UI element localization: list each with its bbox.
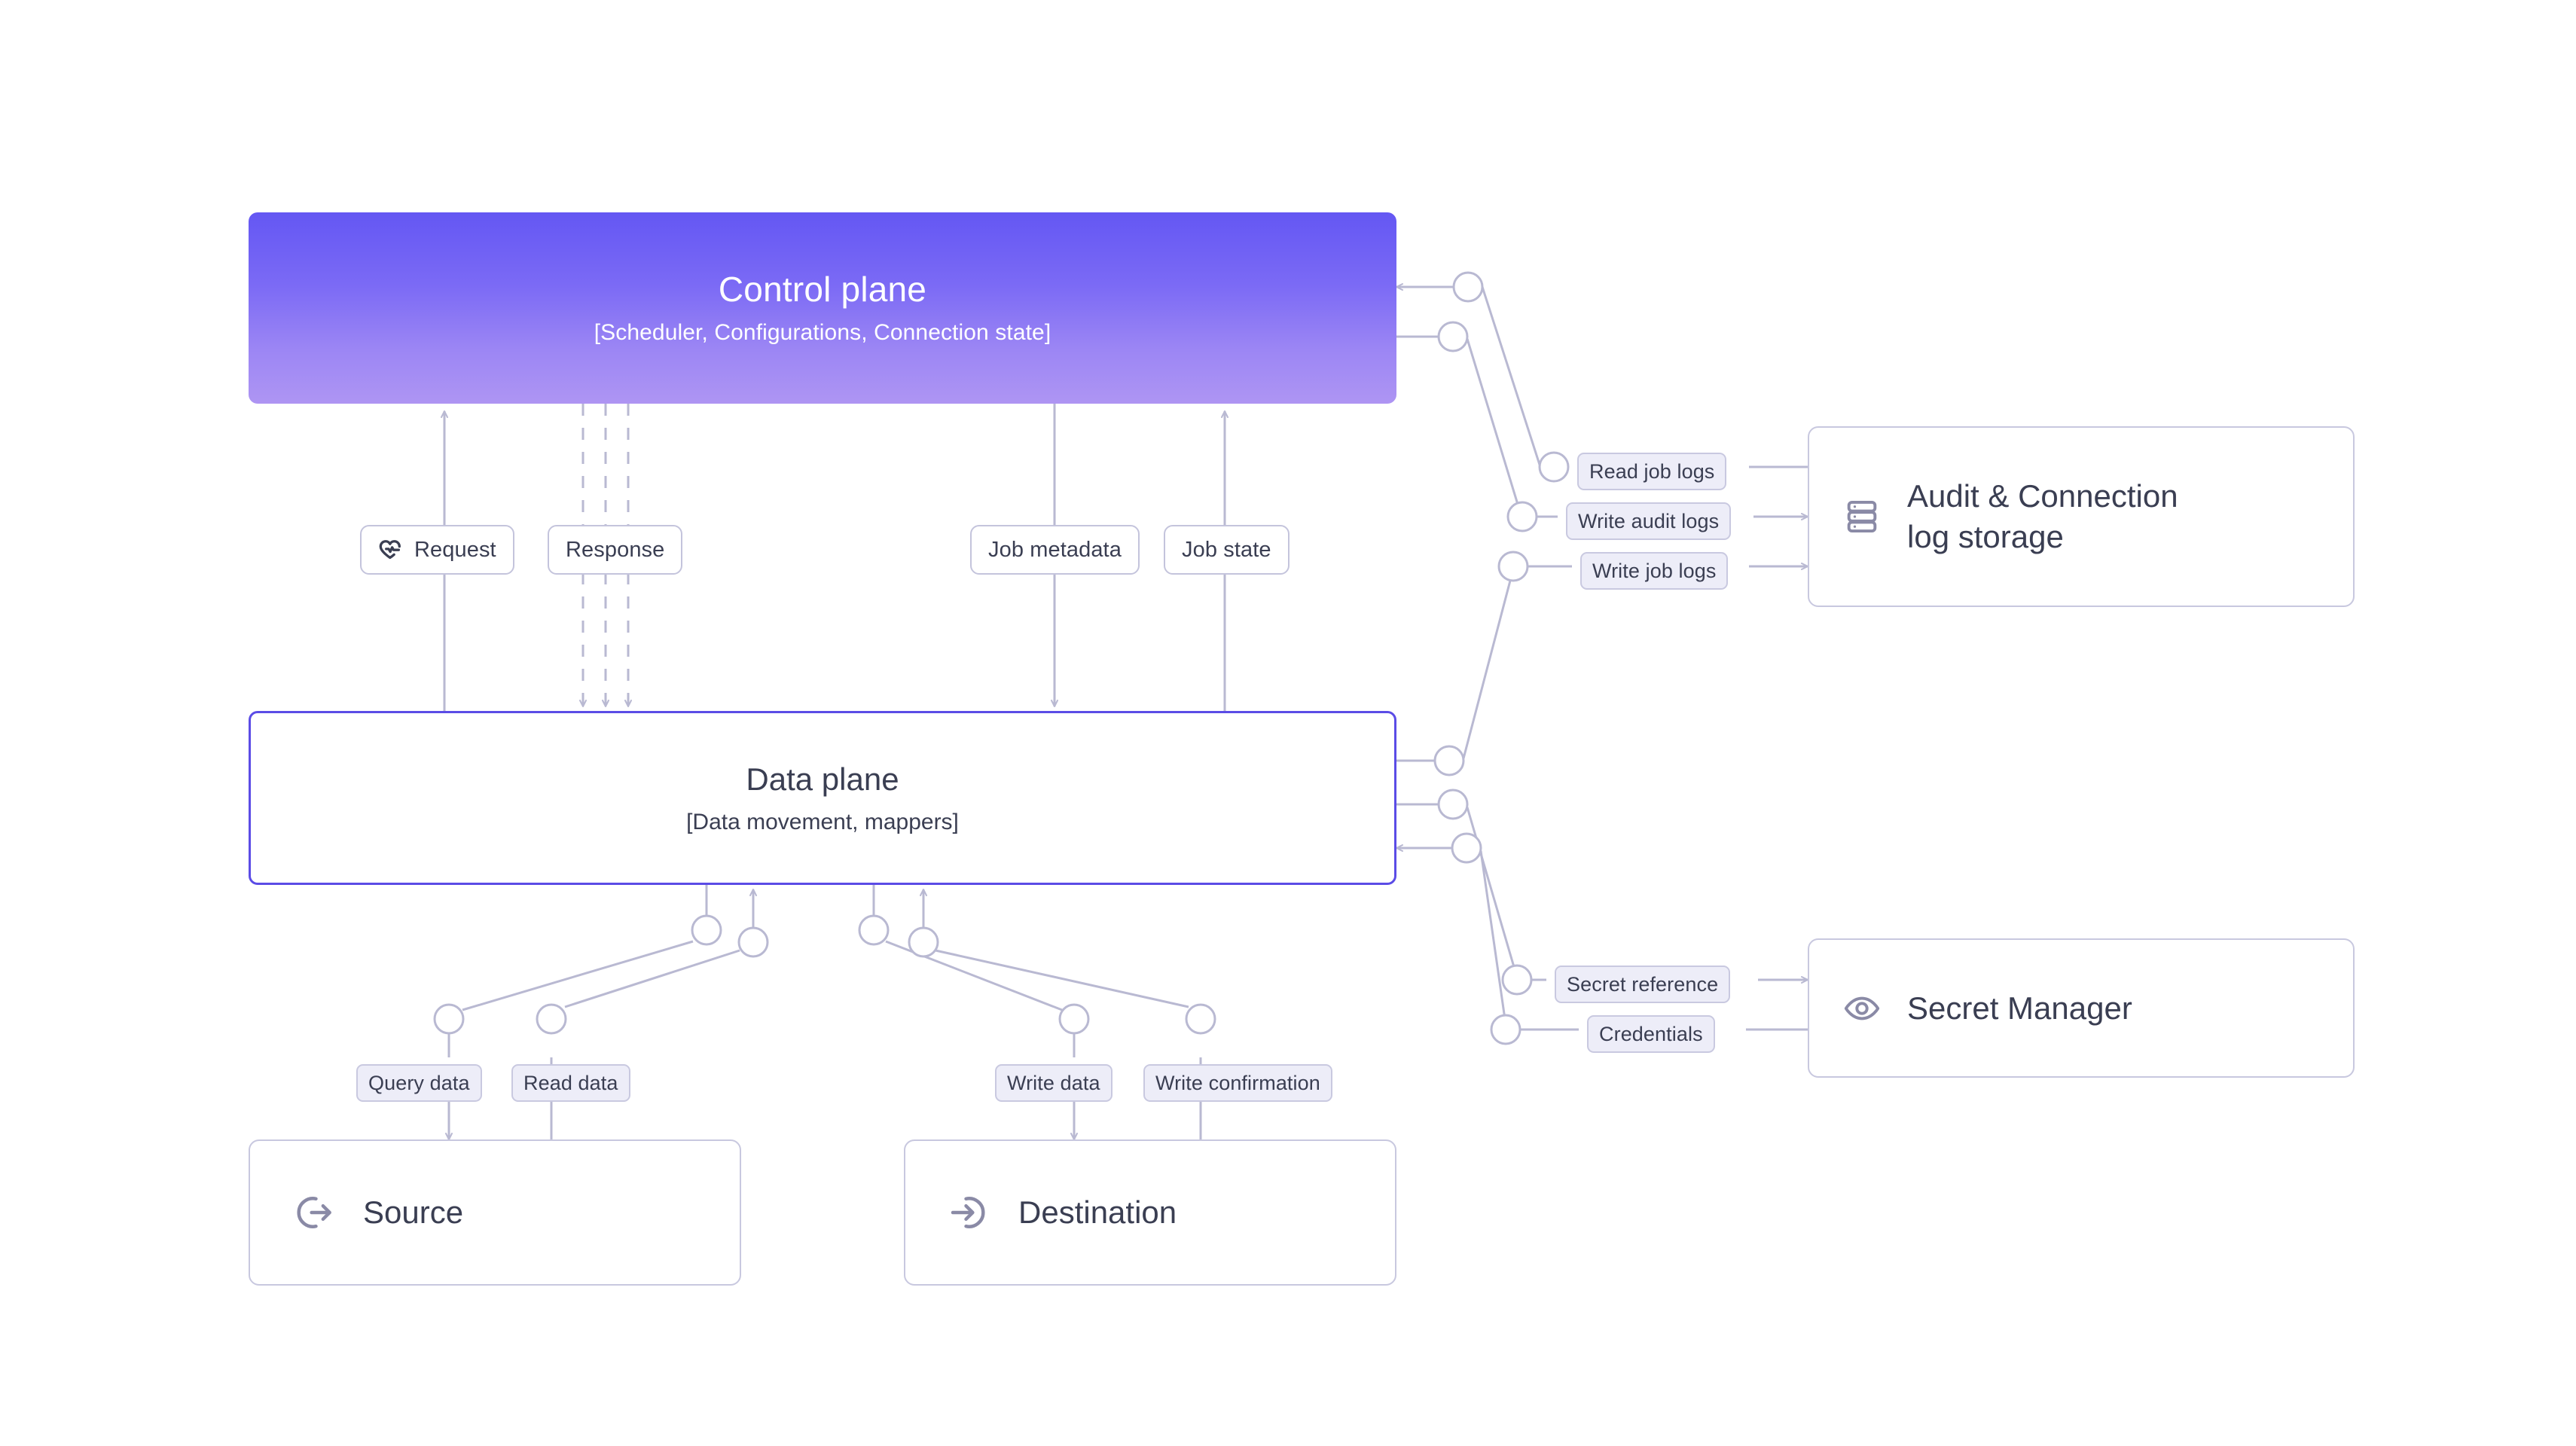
edge-label-response-text: Response (566, 537, 665, 562)
edge-label-job-metadata[interactable]: Job metadata (970, 525, 1140, 575)
edge-label-write-data[interactable]: Write data (995, 1064, 1113, 1102)
waypoint-secret-reference-dp (1437, 789, 1469, 820)
edge-label-secret-reference-text: Secret reference (1567, 972, 1719, 996)
edge-write-conf-diag (935, 949, 1189, 1008)
edge-label-query-data-text: Query data (368, 1071, 470, 1094)
waypoint-secret-reference-sm (1501, 964, 1533, 996)
waypoint-write-conf-top (908, 926, 939, 958)
data-plane-title: Data plane (746, 761, 899, 797)
edge-label-job-state[interactable]: Job state (1164, 525, 1290, 575)
destination-box[interactable]: Destination (904, 1139, 1396, 1286)
edge-write-audit-logs-diag (1466, 338, 1523, 517)
destination-label: Destination (1018, 1194, 1177, 1231)
edge-write-data-diag (885, 940, 1063, 1011)
control-plane-title: Control plane (718, 269, 927, 309)
waypoint-read-data-top (737, 926, 769, 958)
edge-label-secret-reference[interactable]: Secret reference (1555, 966, 1731, 1003)
edge-label-job-metadata-text: Job metadata (988, 537, 1122, 562)
waypoint-write-data-bottom (1058, 1003, 1090, 1035)
edge-label-read-job-logs-text: Read job logs (1589, 459, 1715, 483)
edge-label-read-data[interactable]: Read data (511, 1064, 630, 1102)
edge-label-write-confirmation[interactable]: Write confirmation (1143, 1064, 1332, 1102)
waypoint-write-audit-logs-cp (1437, 321, 1469, 352)
edge-label-write-job-logs[interactable]: Write job logs (1580, 552, 1729, 590)
edge-credentials-diag (1479, 850, 1508, 1030)
edge-label-write-job-logs-text: Write job logs (1592, 559, 1717, 582)
control-plane-subtitle: [Scheduler, Configurations, Connection s… (594, 320, 1051, 346)
edge-query-data-diag (462, 940, 694, 1011)
waypoint-write-job-logs-store (1497, 551, 1529, 582)
waypoint-read-job-logs-store (1538, 451, 1570, 483)
audit-log-storage-line1: Audit & Connection (1907, 478, 2178, 514)
control-plane-box[interactable]: Control plane [Scheduler, Configurations… (249, 212, 1396, 404)
edge-label-write-audit-logs-text: Write audit logs (1578, 509, 1720, 532)
edge-read-data-diag (564, 949, 740, 1008)
waypoint-write-audit-logs-store (1506, 501, 1538, 532)
edge-label-write-audit-logs[interactable]: Write audit logs (1566, 502, 1732, 540)
audit-log-storage-line2: log storage (1907, 519, 2064, 554)
audit-log-storage-box[interactable]: Audit & Connection log storage (1808, 426, 2355, 607)
edge-label-read-data-text: Read data (523, 1071, 618, 1094)
edge-label-write-data-text: Write data (1007, 1071, 1100, 1094)
edge-label-query-data[interactable]: Query data (356, 1064, 482, 1102)
edge-label-response[interactable]: Response (548, 525, 683, 575)
waypoint-read-job-logs-cp (1452, 271, 1484, 303)
edge-label-job-state-text: Job state (1182, 537, 1271, 562)
waypoint-credentials-sm (1490, 1014, 1521, 1045)
edge-write-job-logs-diag (1462, 566, 1515, 759)
edge-secret-reference-diag (1466, 807, 1519, 981)
edge-label-credentials[interactable]: Credentials (1587, 1015, 1715, 1053)
waypoint-write-conf-bottom (1185, 1003, 1216, 1035)
secret-manager-box[interactable]: Secret Manager (1808, 938, 2355, 1078)
source-box[interactable]: Source (249, 1139, 741, 1286)
eye-icon (1842, 989, 1882, 1028)
log-out-icon (292, 1191, 334, 1234)
edge-label-request-text: Request (414, 537, 496, 562)
waypoint-read-data-bottom (536, 1003, 567, 1035)
waypoint-write-job-logs-dp (1433, 745, 1465, 776)
edge-label-request[interactable]: Request (360, 525, 514, 575)
waypoint-query-data-top (691, 914, 722, 946)
waypoint-credentials-dp (1451, 832, 1482, 864)
edge-read-job-logs-diag (1481, 286, 1542, 468)
edge-label-credentials-text: Credentials (1599, 1022, 1703, 1045)
source-label: Source (363, 1194, 464, 1231)
audit-log-storage-label: Audit & Connection log storage (1907, 476, 2178, 557)
waypoint-query-data-bottom (433, 1003, 465, 1035)
waypoint-write-data-top (858, 914, 890, 946)
edge-label-read-job-logs[interactable]: Read job logs (1577, 453, 1727, 490)
log-in-icon (948, 1191, 990, 1234)
data-plane-subtitle: [Data movement, mappers] (686, 809, 959, 834)
data-plane-box[interactable]: Data plane [Data movement, mappers] (249, 711, 1396, 885)
secret-manager-label: Secret Manager (1907, 990, 2132, 1026)
heart-pulse-icon (375, 535, 404, 564)
edge-label-write-confirmation-text: Write confirmation (1155, 1071, 1320, 1094)
database-stack-icon (1842, 497, 1882, 536)
